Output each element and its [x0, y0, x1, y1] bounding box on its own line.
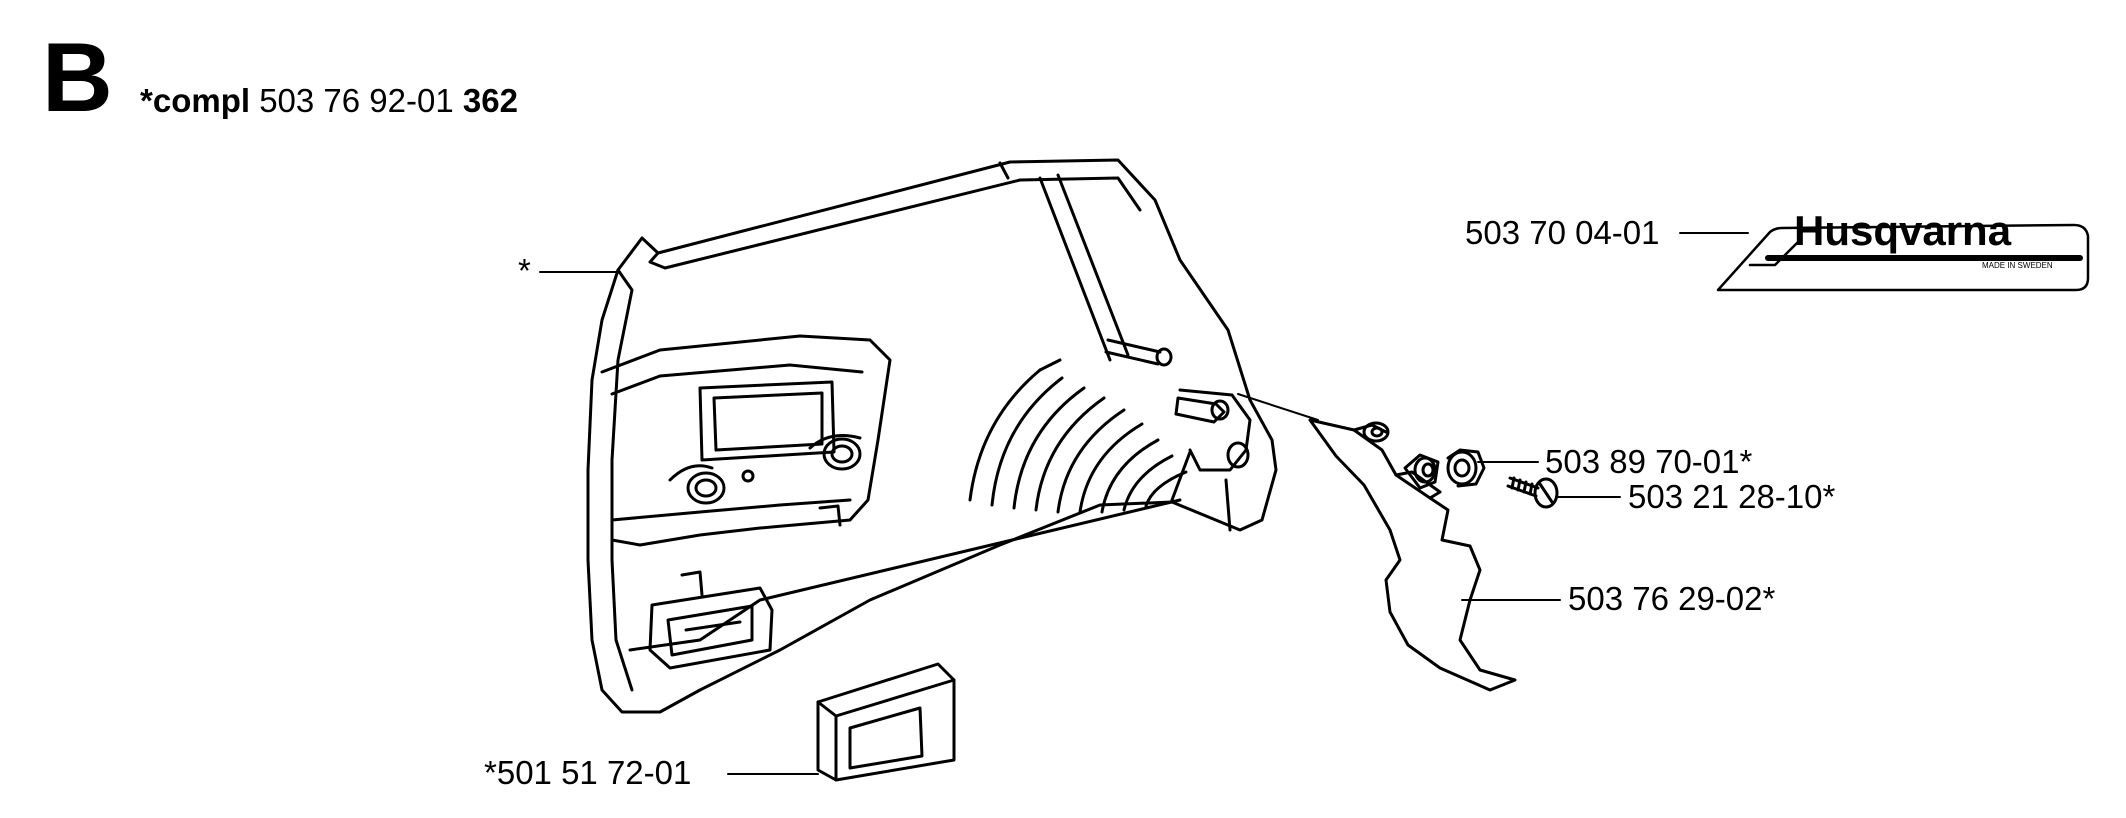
assembly-part-number: 503 76 92-01: [259, 82, 454, 119]
spacer: [1403, 448, 1486, 490]
screw: [1506, 476, 1559, 509]
leader-lines: [539, 232, 1749, 775]
label-cap: *501 51 72-01: [484, 754, 692, 791]
label-screw: 503 21 28-10*: [1628, 478, 1836, 515]
guide-bar-cap: [816, 662, 956, 782]
compl-prefix: *compl: [140, 82, 251, 119]
decal: [1716, 223, 2090, 292]
label-spacer: 503 89 70-01*: [1545, 443, 1753, 480]
clutch-cover-outline: [586, 158, 1278, 714]
label-cover: *: [518, 252, 531, 289]
label-decal: 503 70 04-01: [1465, 214, 1660, 251]
section-letter: B: [42, 22, 113, 132]
page-reference: 362: [462, 82, 518, 119]
decal-brand-text: Husqvarna: [1794, 207, 2012, 254]
assembly-header: *compl 503 76 92-01 362: [140, 84, 518, 117]
decal-made-in-text: MADE IN SWEDEN: [1982, 261, 2053, 270]
label-guard-plate: 503 76 29-02*: [1568, 580, 1776, 617]
clutch-cover: [586, 158, 1319, 714]
